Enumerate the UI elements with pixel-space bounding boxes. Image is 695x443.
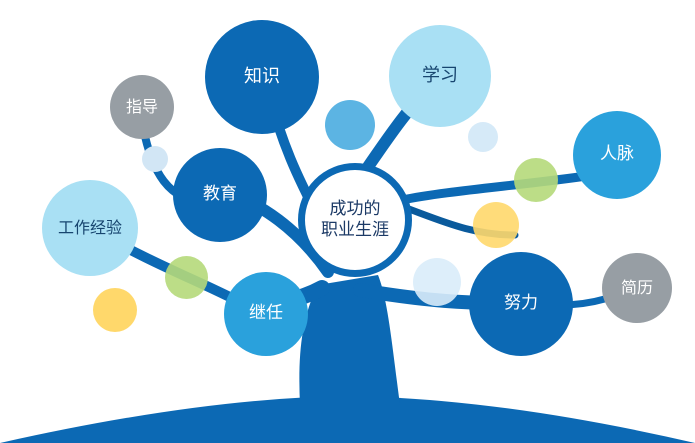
decor-dot (468, 122, 498, 152)
center-line-1: 成功的 (329, 198, 381, 219)
node-guidance-label: 指导 (125, 97, 158, 116)
decor-dot (514, 158, 558, 202)
ground (0, 396, 695, 443)
node-resume: 简历 (602, 253, 672, 323)
node-resume-label: 简历 (620, 278, 653, 297)
decor-dot (325, 100, 375, 150)
decor-dot (93, 288, 137, 332)
decor-dot (165, 256, 208, 299)
center-career-success: 成功的 职业生涯 (298, 163, 412, 277)
decor-dot (413, 258, 461, 306)
node-network-label: 人脉 (600, 144, 634, 165)
decor-dot (142, 146, 168, 172)
node-network: 人脉 (573, 111, 661, 199)
node-knowledge-label: 知识 (244, 65, 280, 87)
node-learning: 学习 (389, 25, 491, 127)
node-education-label: 教育 (203, 184, 237, 205)
node-knowledge: 知识 (205, 20, 319, 134)
decor-dot (473, 202, 519, 248)
node-succession: 继任 (224, 272, 308, 356)
node-learning-label: 学习 (422, 64, 458, 86)
node-guidance: 指导 (110, 75, 174, 139)
node-work-experience: 工作经验 (42, 180, 138, 276)
node-work-experience-label: 工作经验 (57, 218, 122, 237)
node-effort: 努力 (469, 252, 573, 356)
node-succession-label: 继任 (249, 303, 283, 324)
center-line-2: 职业生涯 (321, 220, 389, 240)
node-education: 教育 (173, 148, 267, 242)
tree-trunk (299, 275, 400, 405)
node-effort-label: 努力 (504, 293, 538, 314)
